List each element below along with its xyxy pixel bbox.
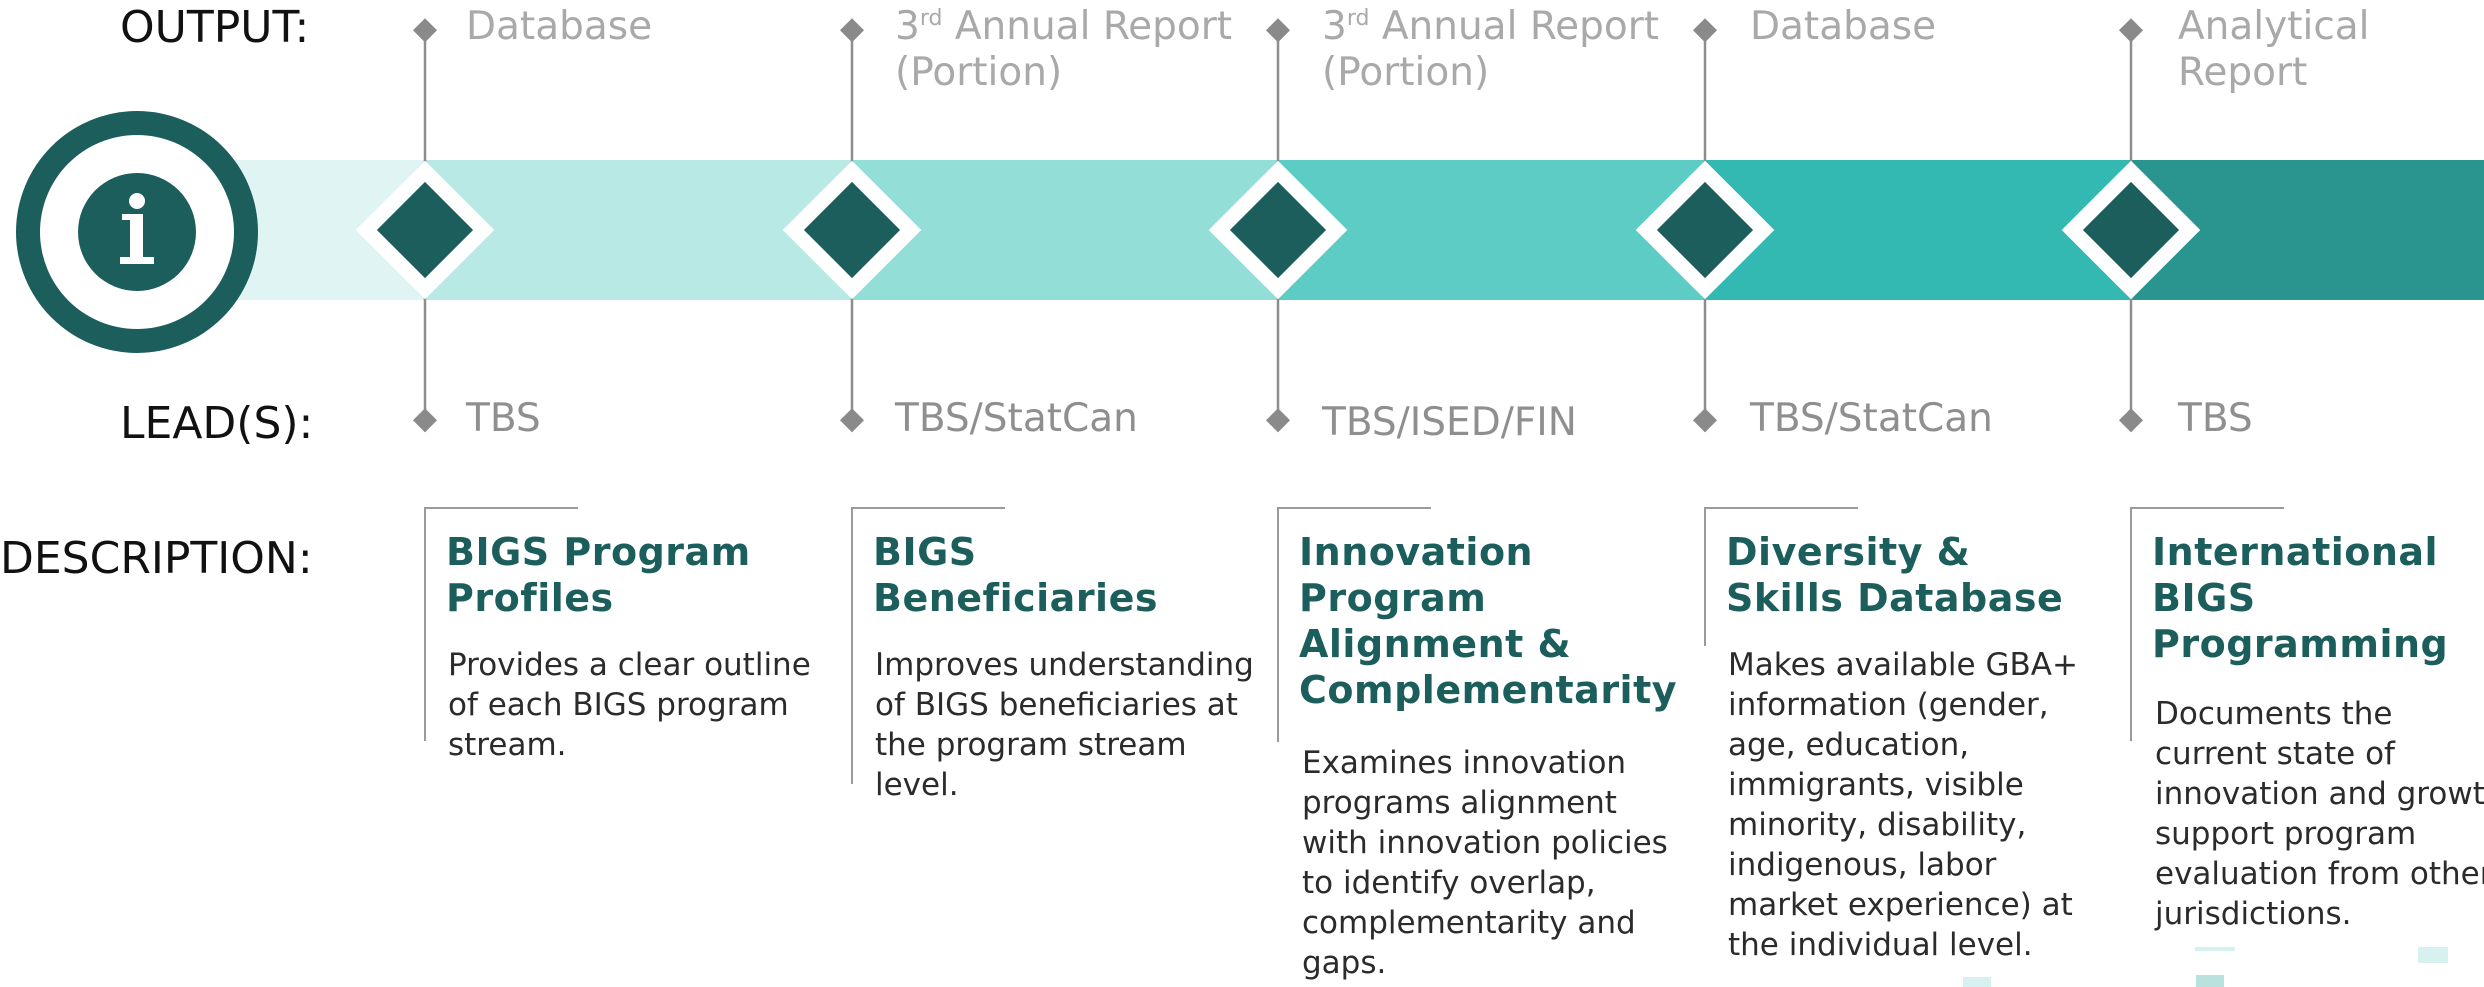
band-segment-3 [1211, 160, 1705, 300]
leads-row-label: LEAD(S): [120, 398, 314, 449]
output-marker-2 [1265, 18, 1291, 43]
lead-marker-1 [839, 408, 865, 433]
milestone-diamond-0 [355, 160, 495, 300]
band-segment-2 [785, 160, 1278, 300]
lead-text-2: TBS/ISED/FIN [1322, 400, 1577, 445]
output-marker-1 [839, 18, 865, 43]
output-text-4: Analytical Report [2178, 4, 2370, 95]
timeline-band [230, 160, 2484, 300]
description-row-label: DESCRIPTION: [0, 533, 313, 584]
output-text-1: 3rd Annual Report (Portion) [895, 4, 1233, 95]
description-body-3: Makes available GBA+information (gender,… [1728, 647, 2078, 963]
description-bracket-4 [2130, 507, 2284, 741]
description-bracket-3 [1704, 507, 1858, 646]
decorative-fragment [2196, 975, 2224, 987]
output-marker-0 [412, 18, 438, 43]
output-marker-4 [2118, 18, 2144, 43]
info-icon [16, 111, 258, 353]
milestone-diamond-4 [2061, 160, 2201, 300]
marker-diamonds [412, 18, 2144, 433]
output-marker-3 [1692, 18, 1718, 43]
output-row-label: OUTPUT: [120, 2, 310, 53]
description-bracket-1 [851, 507, 1005, 784]
lead-marker-3 [1692, 408, 1718, 433]
lead-marker-4 [2118, 408, 2144, 433]
output-text-2: 3rd Annual Report (Portion) [1322, 4, 1660, 95]
band-segment-0 [230, 160, 425, 300]
decorative-fragment [2195, 947, 2235, 951]
band-segment-4 [1638, 160, 2131, 300]
description-title-3: Diversity &Skills Database [1726, 530, 2064, 620]
description-bracket-2 [1277, 507, 1431, 742]
band-segment-1 [358, 160, 852, 300]
lead-marker-0 [412, 408, 438, 433]
lead-text-0: TBS [466, 396, 541, 441]
output-text-0: Database [466, 4, 653, 49]
milestone-diamond-3 [1635, 160, 1775, 300]
output-text-3: Database [1750, 4, 1937, 49]
lead-marker-2 [1265, 408, 1291, 433]
lead-text-4: TBS [2178, 396, 2253, 441]
description-bracket-0 [424, 507, 578, 741]
decorative-fragment [2418, 947, 2448, 963]
lead-text-3: TBS/StatCan [1750, 396, 1993, 441]
lead-text-1: TBS/StatCan [895, 396, 1138, 441]
milestone-diamond-2 [1208, 160, 1348, 300]
band-segment-5 [2064, 160, 2484, 300]
decorative-fragment [1963, 977, 1991, 987]
